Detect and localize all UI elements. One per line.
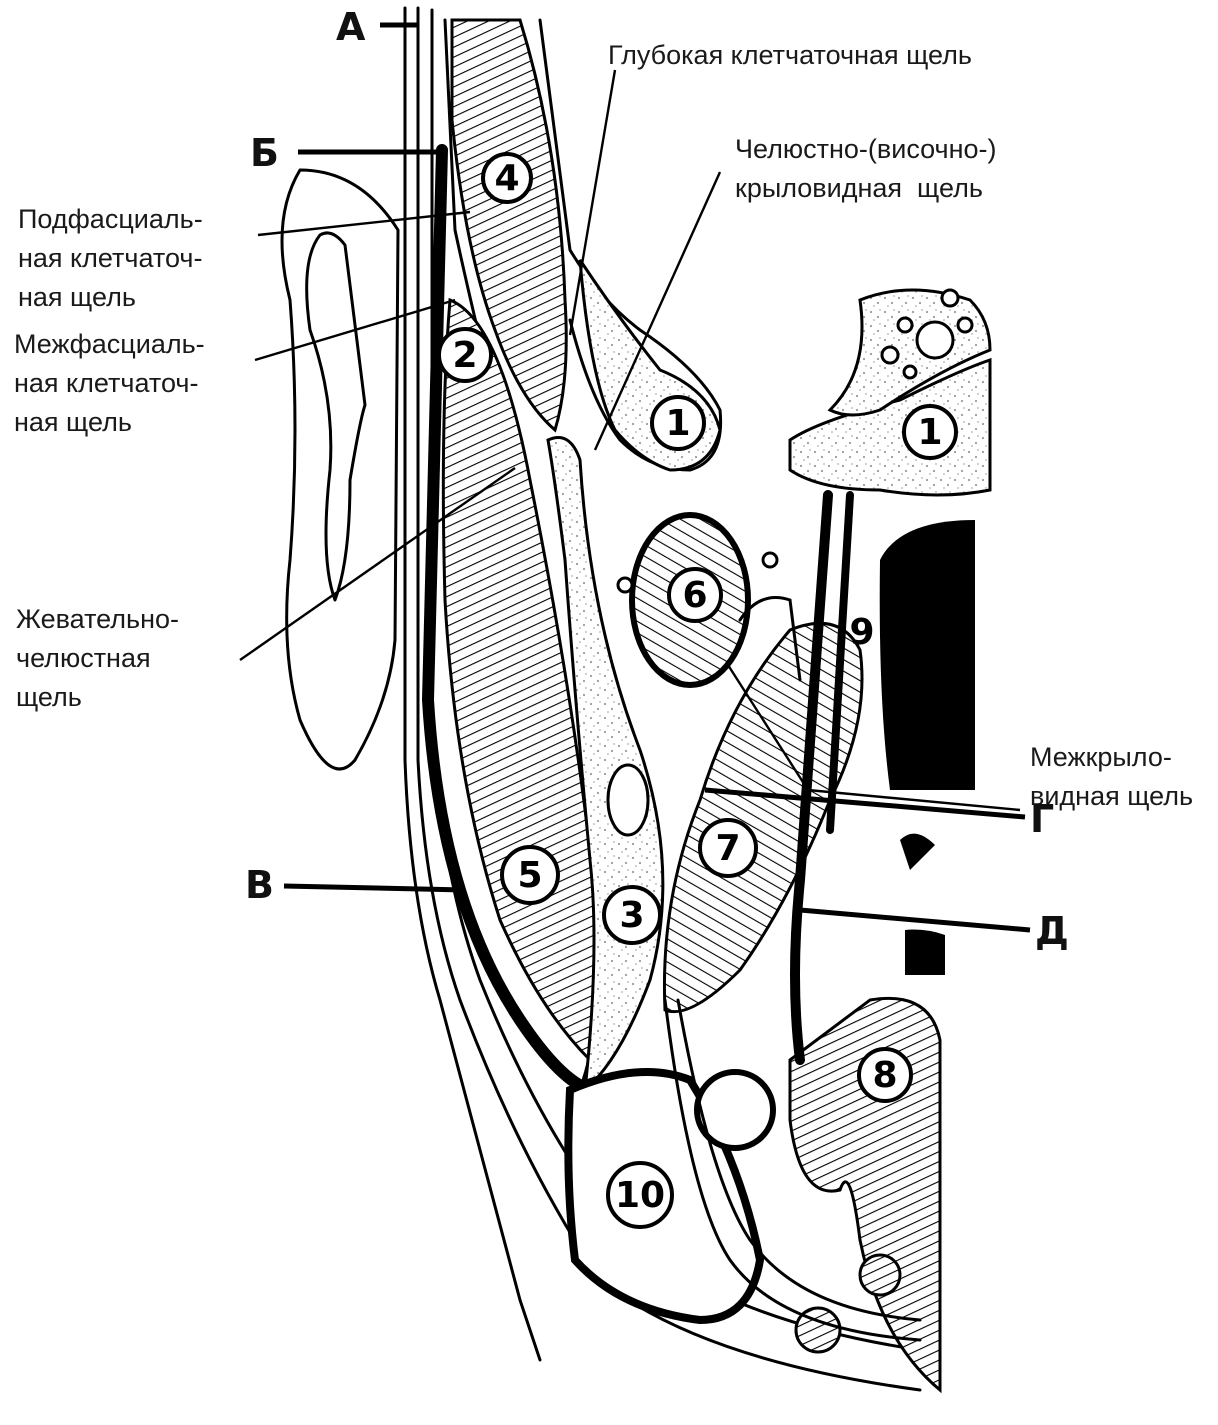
marker-number-n4: 4	[494, 158, 519, 199]
letter-g: Г	[1030, 800, 1054, 838]
marker-number-n2: 2	[452, 335, 477, 376]
label-deep-space: Глубокая клетчаточная щель	[608, 36, 972, 75]
letter-v: В	[245, 866, 274, 904]
marker-number-n1b: 1	[917, 412, 942, 453]
vessel-1	[860, 1255, 900, 1295]
teeth-dark-1	[905, 930, 945, 975]
label-subfascial: Подфасциаль- ная клетчаточ- ная щель	[18, 200, 203, 317]
marker-number-n5: 5	[517, 855, 542, 896]
letter-d: Д	[1035, 912, 1069, 950]
label-maxillo-temporal: Челюстно-(височно-) крыловидная щель	[735, 130, 997, 208]
label-interfascial: Межфасциаль- ная клетчаточ- ная щель	[14, 325, 205, 442]
marker-number-n10: 10	[615, 1175, 665, 1216]
leader-d	[800, 910, 1030, 930]
ear-inner	[307, 233, 365, 600]
marker-number-n7: 7	[715, 828, 740, 869]
marker-number-n8: 8	[872, 1055, 897, 1096]
marker-number-n1a: 1	[665, 403, 690, 444]
marker-number-n9: 9	[849, 612, 874, 653]
marker-number-n6: 6	[682, 575, 707, 616]
label-masseteric: Жевательно- челюстная щель	[16, 600, 179, 717]
ear-outline	[282, 170, 398, 769]
marker-number-n3: 3	[619, 895, 644, 936]
tooth-dark-2	[900, 834, 935, 870]
label-interpterygoid: Межкрыло- видная щель	[1030, 738, 1193, 816]
letter-a: А	[336, 8, 365, 46]
leader-v	[284, 886, 465, 890]
leader-interfascial	[255, 300, 455, 360]
letter-b: Б	[250, 134, 279, 172]
pharynx-dark	[880, 520, 975, 790]
